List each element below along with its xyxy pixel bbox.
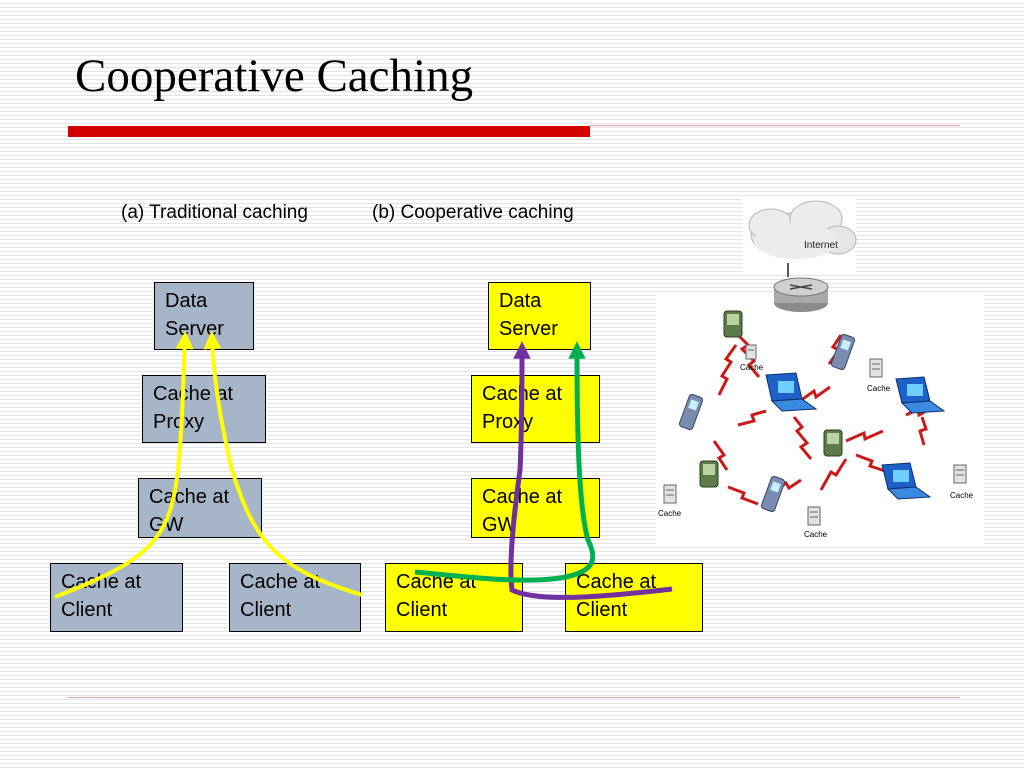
cooperative-client-cache-box-right: Cache at Client	[565, 563, 703, 632]
pda-icon	[723, 310, 743, 338]
box-label-line1: Cache at	[61, 571, 142, 593]
box-label-line2: Server	[499, 318, 558, 340]
box-label-line1: Cache at	[149, 486, 230, 508]
mobile-phone-icon	[678, 393, 704, 431]
pda-icon	[823, 429, 843, 457]
box-label-line1: Cache at	[576, 571, 657, 593]
cache-label: Cache	[658, 509, 682, 518]
box-label-line1: Cache at	[153, 383, 234, 405]
cache-server-icon: Cache	[804, 506, 828, 539]
title-thin-rule	[590, 125, 960, 126]
box-label-line2: Proxy	[482, 411, 534, 433]
internet-label: Internet	[804, 240, 838, 251]
slide-title: Cooperative Caching	[75, 50, 474, 102]
box-label-line2: Proxy	[153, 411, 205, 433]
box-label-line1: Data	[499, 290, 542, 312]
cache-server-icon: Cache	[950, 464, 974, 500]
cooperative-data-server-box: Data Server	[488, 282, 591, 350]
box-label-line2: Client	[396, 599, 448, 621]
cache-label: Cache	[950, 491, 974, 500]
traditional-data-server-box: Data Server	[154, 282, 254, 350]
traditional-gw-cache-box: Cache at GW	[138, 478, 262, 538]
box-label-line1: Cache at	[482, 383, 563, 405]
traditional-client-cache-box-left: Cache at Client	[50, 563, 183, 632]
laptop-icon	[765, 372, 818, 412]
box-label-line2: GW	[149, 514, 184, 536]
laptop-icon	[881, 462, 932, 500]
cache-label: Cache	[804, 530, 828, 539]
caption-cooperative: (b) Cooperative caching	[372, 202, 574, 223]
footer-rule	[68, 697, 960, 698]
router-icon	[773, 277, 829, 312]
title-red-rule	[68, 126, 590, 137]
cache-server-icon: Cache	[740, 344, 764, 372]
cooperative-gw-cache-box: Cache at GW	[471, 478, 600, 538]
cache-server-icon: Cache	[658, 484, 682, 518]
box-label-line1: Cache at	[240, 571, 321, 593]
mobile-phone-icon	[830, 333, 856, 371]
cooperative-proxy-cache-box: Cache at Proxy	[471, 375, 600, 443]
box-label-line1: Cache at	[396, 571, 477, 593]
wireless-network-illustration: Internet	[658, 200, 974, 539]
cache-label: Cache	[740, 363, 764, 372]
internet-cloud-icon: Internet	[748, 200, 857, 259]
mobile-phone-icon	[760, 475, 786, 513]
pda-icon	[699, 460, 719, 488]
cache-server-icon: Cache	[867, 358, 891, 393]
traditional-client-cache-box-right: Cache at Client	[229, 563, 361, 632]
network-panel	[656, 294, 984, 544]
box-label-line2: Client	[61, 599, 113, 621]
cooperative-client-cache-box-left: Cache at Client	[385, 563, 523, 632]
box-label-line1: Data	[165, 290, 208, 312]
box-label-line1: Cache at	[482, 486, 563, 508]
laptop-icon	[895, 376, 946, 414]
box-label-line2: GW	[482, 514, 517, 536]
traditional-proxy-cache-box: Cache at Proxy	[142, 375, 266, 443]
caption-traditional: (a) Traditional caching	[121, 202, 308, 223]
box-label-line2: Client	[576, 599, 628, 621]
box-label-line2: Server	[165, 318, 224, 340]
box-label-line2: Client	[240, 599, 292, 621]
cache-label: Cache	[867, 384, 891, 393]
